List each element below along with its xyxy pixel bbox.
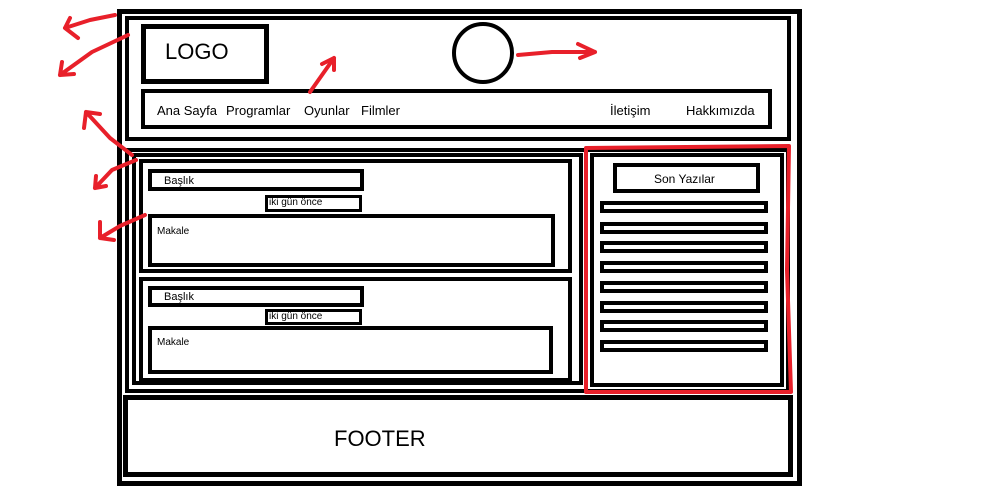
sidebar: [590, 153, 784, 387]
sidebar-list-item[interactable]: [600, 340, 768, 352]
footer: [123, 395, 793, 477]
page-frame: [117, 9, 802, 486]
sidebar-list-item[interactable]: [600, 222, 768, 234]
post-title-box[interactable]: [148, 286, 364, 307]
arrow-annotation: [58, 33, 130, 77]
post-date-box: [265, 195, 362, 212]
post-date: iki gün önce: [269, 197, 323, 208]
post-title: Başlık: [164, 291, 194, 303]
nav-item-ana-sayfa[interactable]: Ana Sayfa: [157, 103, 217, 118]
arrow-annotation: [516, 42, 597, 60]
post-date-box: [265, 309, 362, 325]
arrow-annotation: [308, 56, 336, 94]
post-body-box: [148, 326, 553, 374]
sidebar-list-item[interactable]: [600, 301, 768, 313]
footer-text: FOOTER: [334, 426, 426, 451]
post-title: Başlık: [164, 175, 194, 187]
nav-item-filmler[interactable]: Filmler: [361, 103, 400, 118]
post-title-box[interactable]: [148, 169, 364, 191]
post-card: [139, 277, 572, 382]
sidebar-title: Son Yazılar: [654, 172, 715, 186]
logo-text: LOGO: [165, 39, 229, 64]
sidebar-list-item[interactable]: [600, 241, 768, 253]
post-body: Makale: [157, 226, 190, 237]
sidebar-list-item[interactable]: [600, 320, 768, 332]
arrow-annotation: [93, 158, 138, 190]
nav-bar: [141, 89, 772, 129]
arrow-annotation: [82, 110, 134, 157]
sidebar-title-box: [613, 163, 760, 193]
header: [125, 16, 791, 141]
logo-box[interactable]: [141, 24, 269, 84]
avatar-circle[interactable]: [452, 22, 514, 84]
nav-item-oyunlar[interactable]: Oyunlar: [304, 103, 350, 118]
post-date: iki gün önce: [269, 311, 323, 322]
nav-item-iletisim[interactable]: İletişim: [610, 103, 651, 118]
sidebar-list-item[interactable]: [600, 281, 768, 293]
nav-item-programlar[interactable]: Programlar: [226, 103, 291, 118]
arrow-annotation: [63, 13, 117, 40]
arrow-annotation: [98, 213, 147, 242]
sidebar-highlight: [584, 144, 793, 394]
sidebar-list-item[interactable]: [600, 261, 768, 273]
posts-column: [132, 153, 583, 385]
post-body: Makale: [157, 337, 190, 348]
nav-item-hakkimizda[interactable]: Hakkımızda: [686, 103, 755, 118]
post-body-box: [148, 214, 555, 267]
sidebar-list-item[interactable]: [600, 201, 768, 213]
